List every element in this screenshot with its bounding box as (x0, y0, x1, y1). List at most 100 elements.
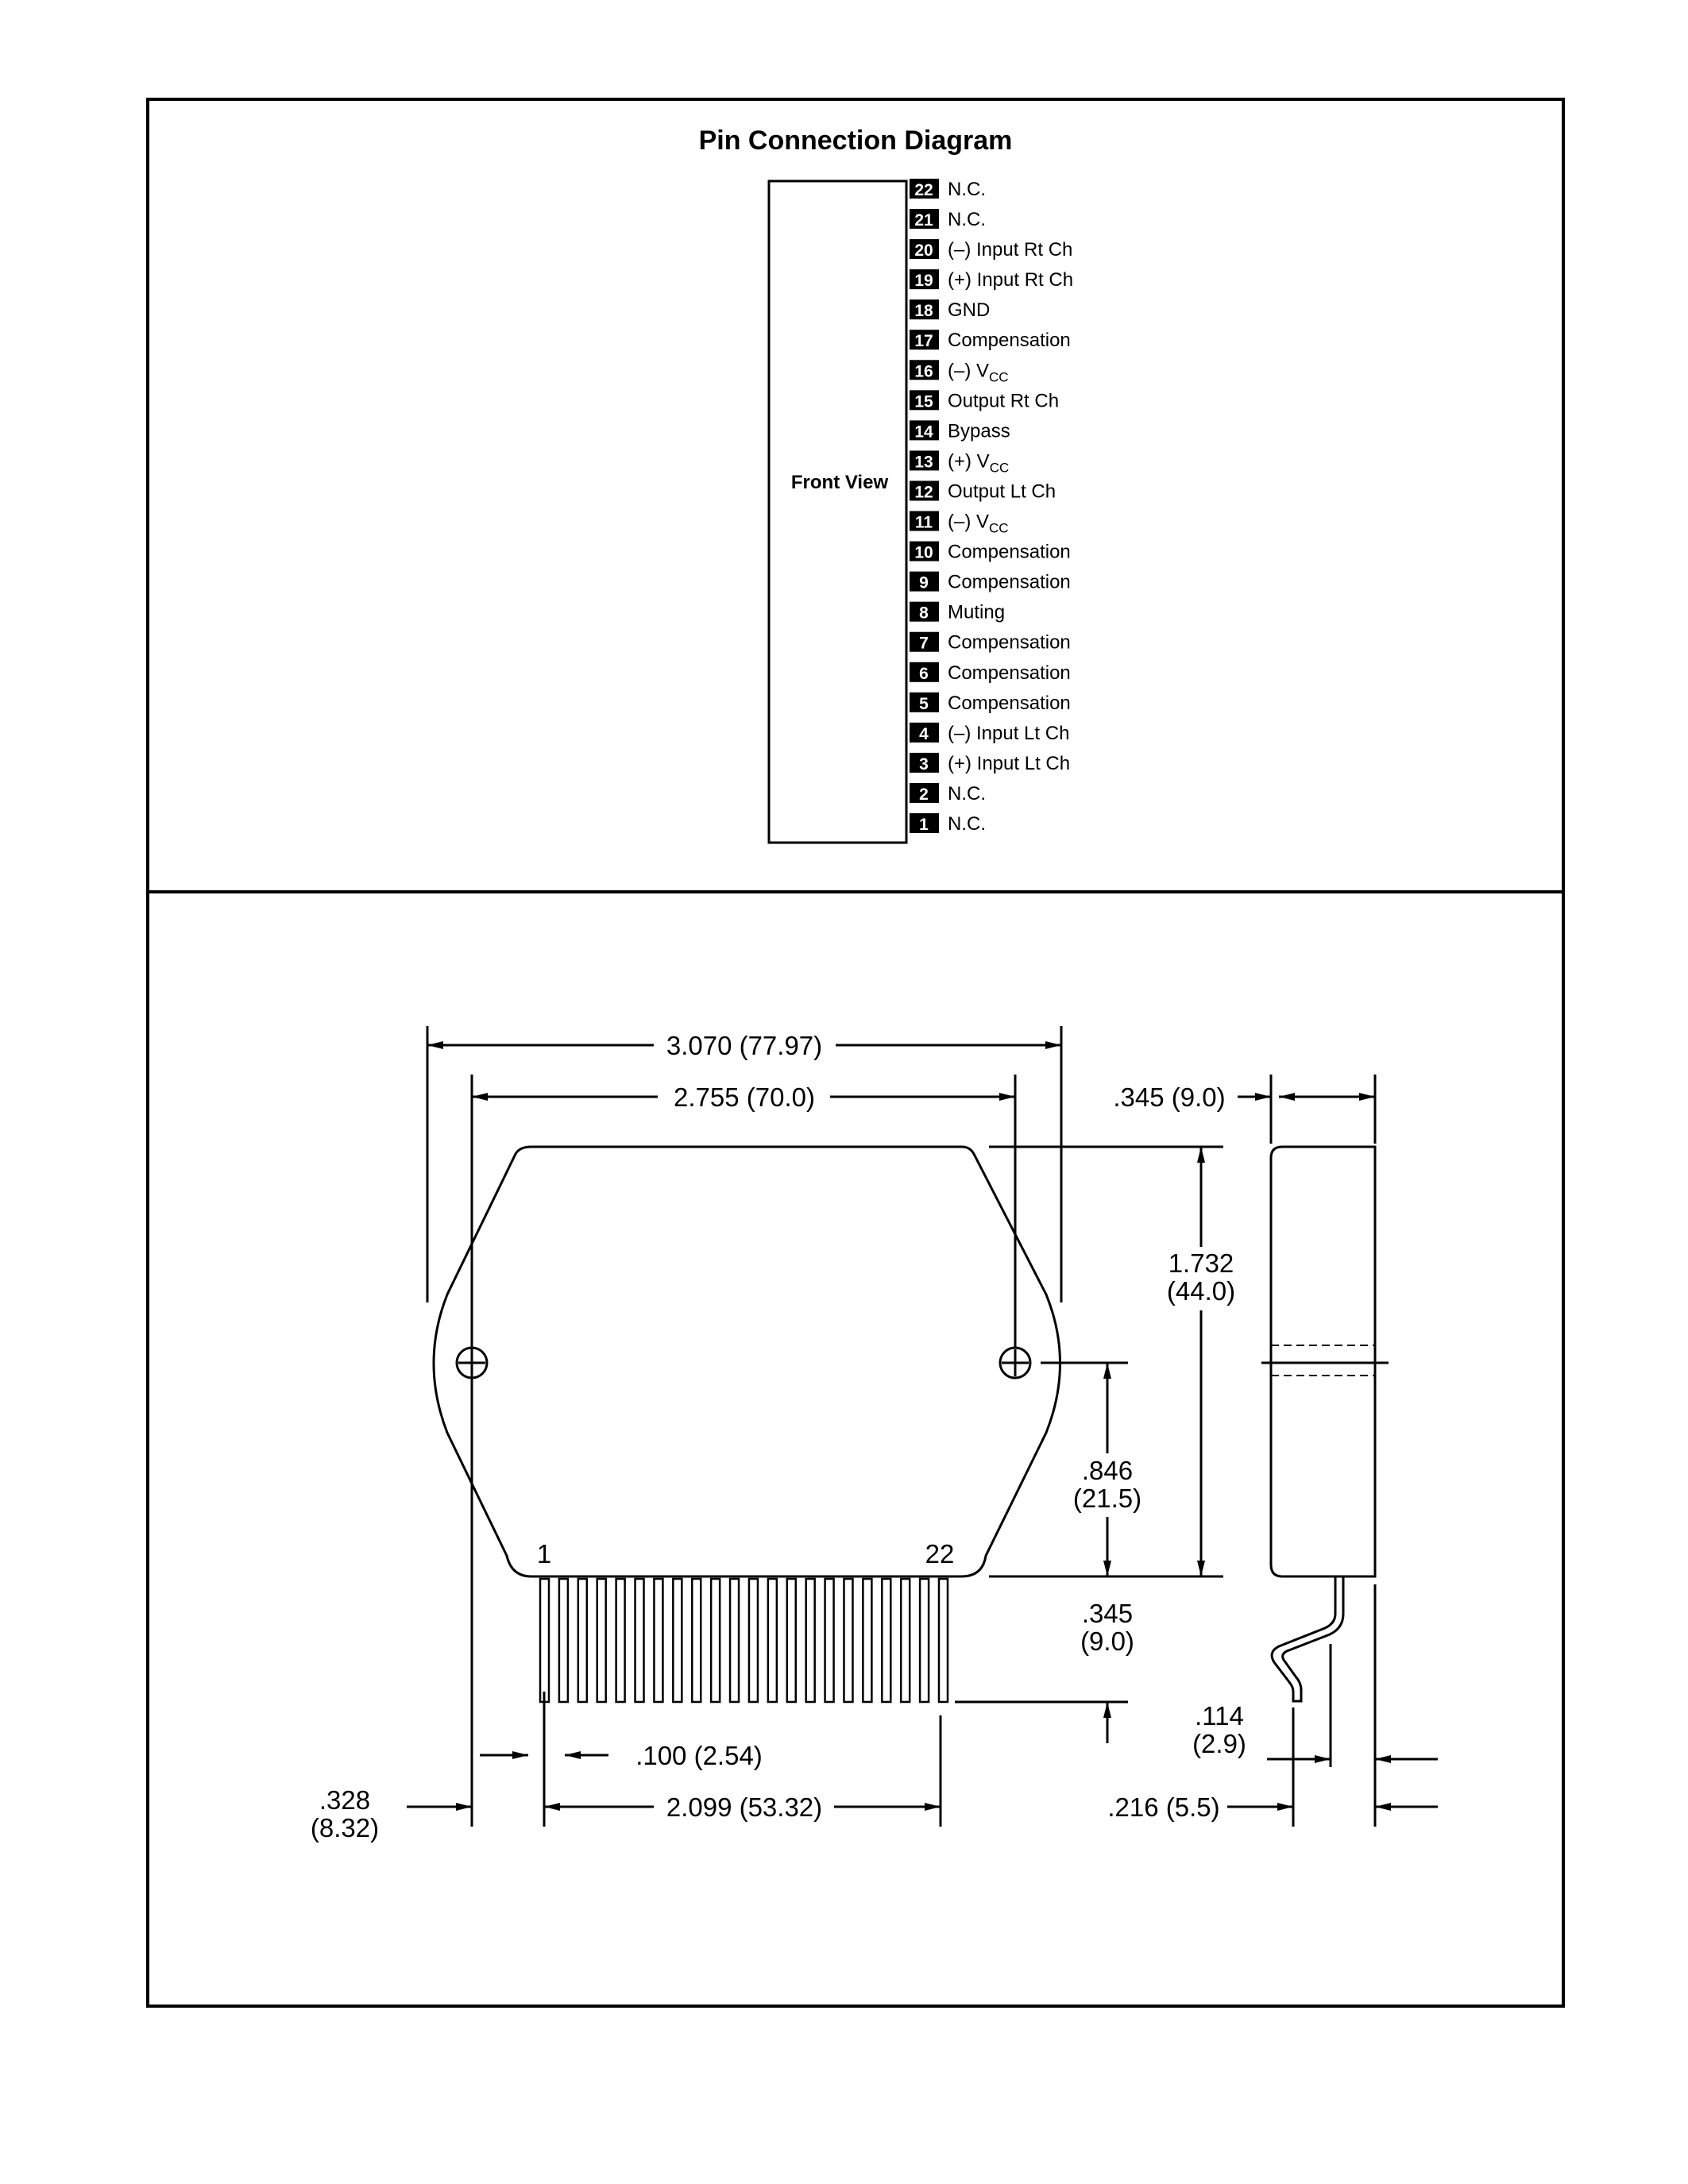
pin-number: 4 (919, 725, 929, 743)
pin-function-text: Compensation (948, 662, 1071, 684)
pin-number: 19 (914, 272, 933, 290)
pin-function-text: (+) Input Lt Ch (948, 753, 1070, 774)
dim-lead-length-in: .345 (1082, 1599, 1133, 1628)
pin-1-label: 1 (537, 1539, 551, 1569)
dim-lead-bend-mm: (2.9) (1192, 1729, 1246, 1758)
side-view-body (1269, 1145, 1377, 1578)
pin-function-label: Compensation (948, 330, 1071, 351)
pin-function-subscript: CC (989, 521, 1009, 536)
ic-body-front-view (767, 179, 908, 844)
pin-row: 8 Muting (910, 601, 1005, 623)
lead-pin (767, 1577, 778, 1704)
lead-pin (634, 1577, 645, 1704)
pin-number-box (910, 390, 939, 411)
mounting-hole-right (999, 1346, 1032, 1379)
pin-function-text: Muting (948, 602, 1005, 623)
dim-height-mm: (44.0) (1167, 1276, 1235, 1306)
pin-function-label: Compensation (948, 572, 1071, 593)
pin-number-box (910, 179, 939, 199)
pin-number-box (910, 813, 939, 833)
dim-thickness: .345 (9.0) (1113, 1082, 1225, 1112)
pin-function-label: Output Lt Ch (948, 480, 1056, 502)
dim-lead-offset: .216 (5.5) (1107, 1792, 1219, 1822)
dim-hole-to-pin-mm: (8.32) (311, 1813, 379, 1843)
pin-function-text: (+) V (948, 450, 990, 472)
pin-22-label: 22 (925, 1539, 955, 1569)
pin-number: 10 (914, 544, 933, 562)
pin-function-label: Compensation (948, 632, 1071, 654)
pin-number: 5 (919, 695, 929, 713)
top-panel-frame (146, 98, 1565, 893)
side-view-lead (1270, 1576, 1345, 1703)
pin-function-text: Output Rt Ch (948, 390, 1059, 411)
pin-number-box (910, 692, 939, 712)
pin-function-text: N.C. (948, 783, 986, 805)
package-leads (539, 1577, 949, 1704)
lead-pin (709, 1577, 721, 1704)
pin-function-subscript: CC (989, 369, 1009, 384)
pin-number-box (910, 360, 939, 380)
pin-row: 17 Compensation (910, 330, 1071, 351)
pin-number: 3 (919, 755, 929, 774)
pin-function-label: (–) Input Lt Ch (948, 723, 1069, 744)
pin-number-box (910, 752, 939, 773)
pin-number: 13 (914, 453, 933, 471)
pin-function-label: N.C. (948, 209, 986, 230)
pin-function-text: (–) Input Rt Ch (948, 239, 1072, 260)
pin-function-label: (–) Input Rt Ch (948, 239, 1072, 260)
pin-number: 8 (919, 604, 929, 623)
pin-function-label: Bypass (948, 420, 1010, 442)
pin-row: 11(–) VCC (910, 511, 1009, 536)
dim-hole-spacing: 2.755 (70.0) (674, 1082, 815, 1112)
dim-height-in: 1.732 (1168, 1248, 1234, 1278)
pin-function-label: (–) VCC (948, 360, 1009, 384)
pin-number: 17 (914, 332, 933, 350)
dim-lead-span: 2.099 (53.32) (666, 1792, 822, 1822)
lead-pin (899, 1577, 911, 1704)
pin-function-label: (+) VCC (948, 450, 1009, 475)
pin-function-text: (+) Input Rt Ch (948, 269, 1073, 291)
pin-number: 2 (919, 785, 929, 804)
pin-function-label: (+) Input Lt Ch (948, 753, 1070, 774)
pin-number: 15 (914, 392, 933, 411)
dimension-lines (407, 1026, 1438, 1827)
pin-number: 21 (914, 211, 933, 230)
pin-number-box (910, 420, 939, 441)
dim-pitch: .100 (2.54) (635, 1741, 763, 1770)
pin-number-box (910, 782, 939, 803)
pin-row: 21 N.C. (910, 209, 986, 230)
pin-function-label: (+) Input Rt Ch (948, 269, 1073, 291)
dim-hole-to-pin-in: .328 (319, 1785, 370, 1815)
pin-number-box (910, 571, 939, 592)
lead-pin (786, 1577, 798, 1704)
dim-hole-to-bottom-in: .846 (1082, 1456, 1133, 1485)
lead-pin (843, 1577, 854, 1704)
package-body-outline (432, 1145, 1061, 1578)
lead-pin (881, 1577, 892, 1704)
dim-lead-bend-in: .114 (1195, 1701, 1244, 1731)
pin-number-box (910, 239, 939, 260)
pin-function-label: Compensation (948, 693, 1071, 714)
pin-number-box (910, 722, 939, 743)
pin-number-box (910, 209, 939, 230)
lead-pin (824, 1577, 835, 1704)
pin-function-label: (–) VCC (948, 511, 1009, 536)
pin-function-text: N.C. (948, 209, 986, 230)
lead-pin (747, 1577, 759, 1704)
bottom-panel-frame (146, 890, 1565, 2008)
lead-pin (596, 1577, 607, 1704)
pin-number: 22 (914, 181, 933, 199)
pin-row: 5 Compensation (910, 692, 1071, 714)
pin-function-text: Compensation (948, 542, 1071, 563)
pin-row: 13 (+) VCC (910, 450, 1009, 475)
lead-pin (615, 1577, 626, 1704)
dim-overall-width: 3.070 (77.97) (666, 1031, 822, 1060)
pin-function-text: Compensation (948, 693, 1071, 714)
